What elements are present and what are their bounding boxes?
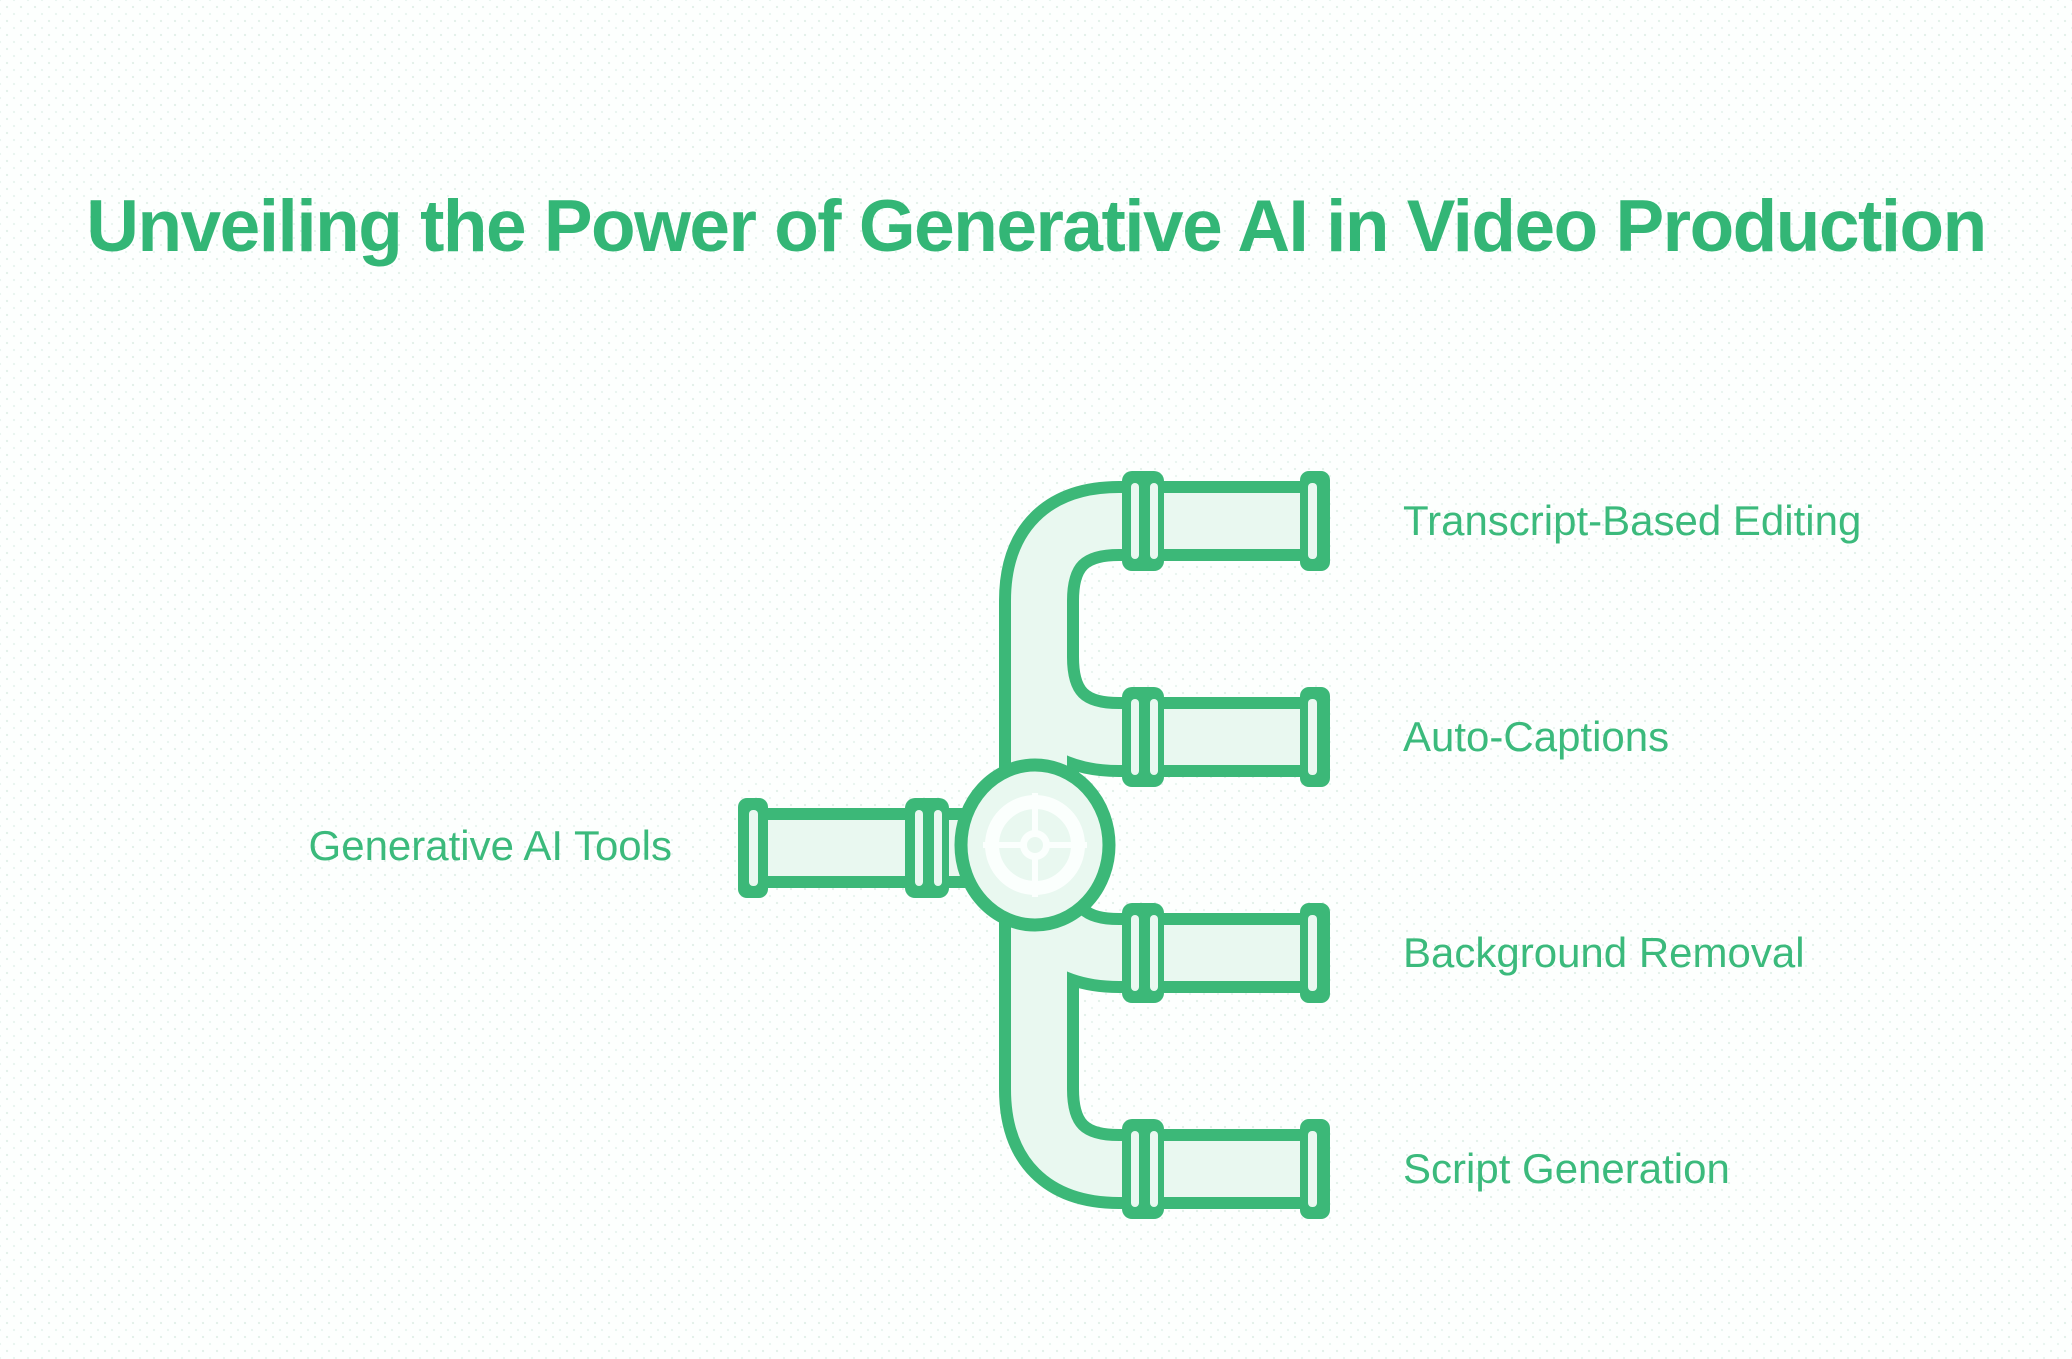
pipe-end-cap xyxy=(1300,1119,1330,1219)
pipe-coupling xyxy=(905,798,949,898)
pipe-end-cap xyxy=(1300,471,1330,571)
branch-label-1: Transcript-Based Editing xyxy=(1403,497,1862,544)
valve xyxy=(954,758,1116,932)
branch-label-4: Script Generation xyxy=(1403,1145,1730,1192)
pipe-coupling xyxy=(1122,687,1164,787)
pipe-coupling xyxy=(1122,471,1164,571)
pipe-coupling xyxy=(1122,903,1164,1003)
pipe-end-cap xyxy=(1300,903,1330,1003)
source-label: Generative AI Tools xyxy=(308,822,672,869)
pipe-coupling xyxy=(1122,1119,1164,1219)
pipe-end-cap xyxy=(738,798,768,898)
valve-wheel-icon xyxy=(983,793,1087,897)
pipe-end-cap xyxy=(1300,687,1330,787)
branch-label-3: Background Removal xyxy=(1403,929,1805,976)
page-title: Unveiling the Power of Generative AI in … xyxy=(86,185,1987,267)
branch-label-2: Auto-Captions xyxy=(1403,713,1670,760)
